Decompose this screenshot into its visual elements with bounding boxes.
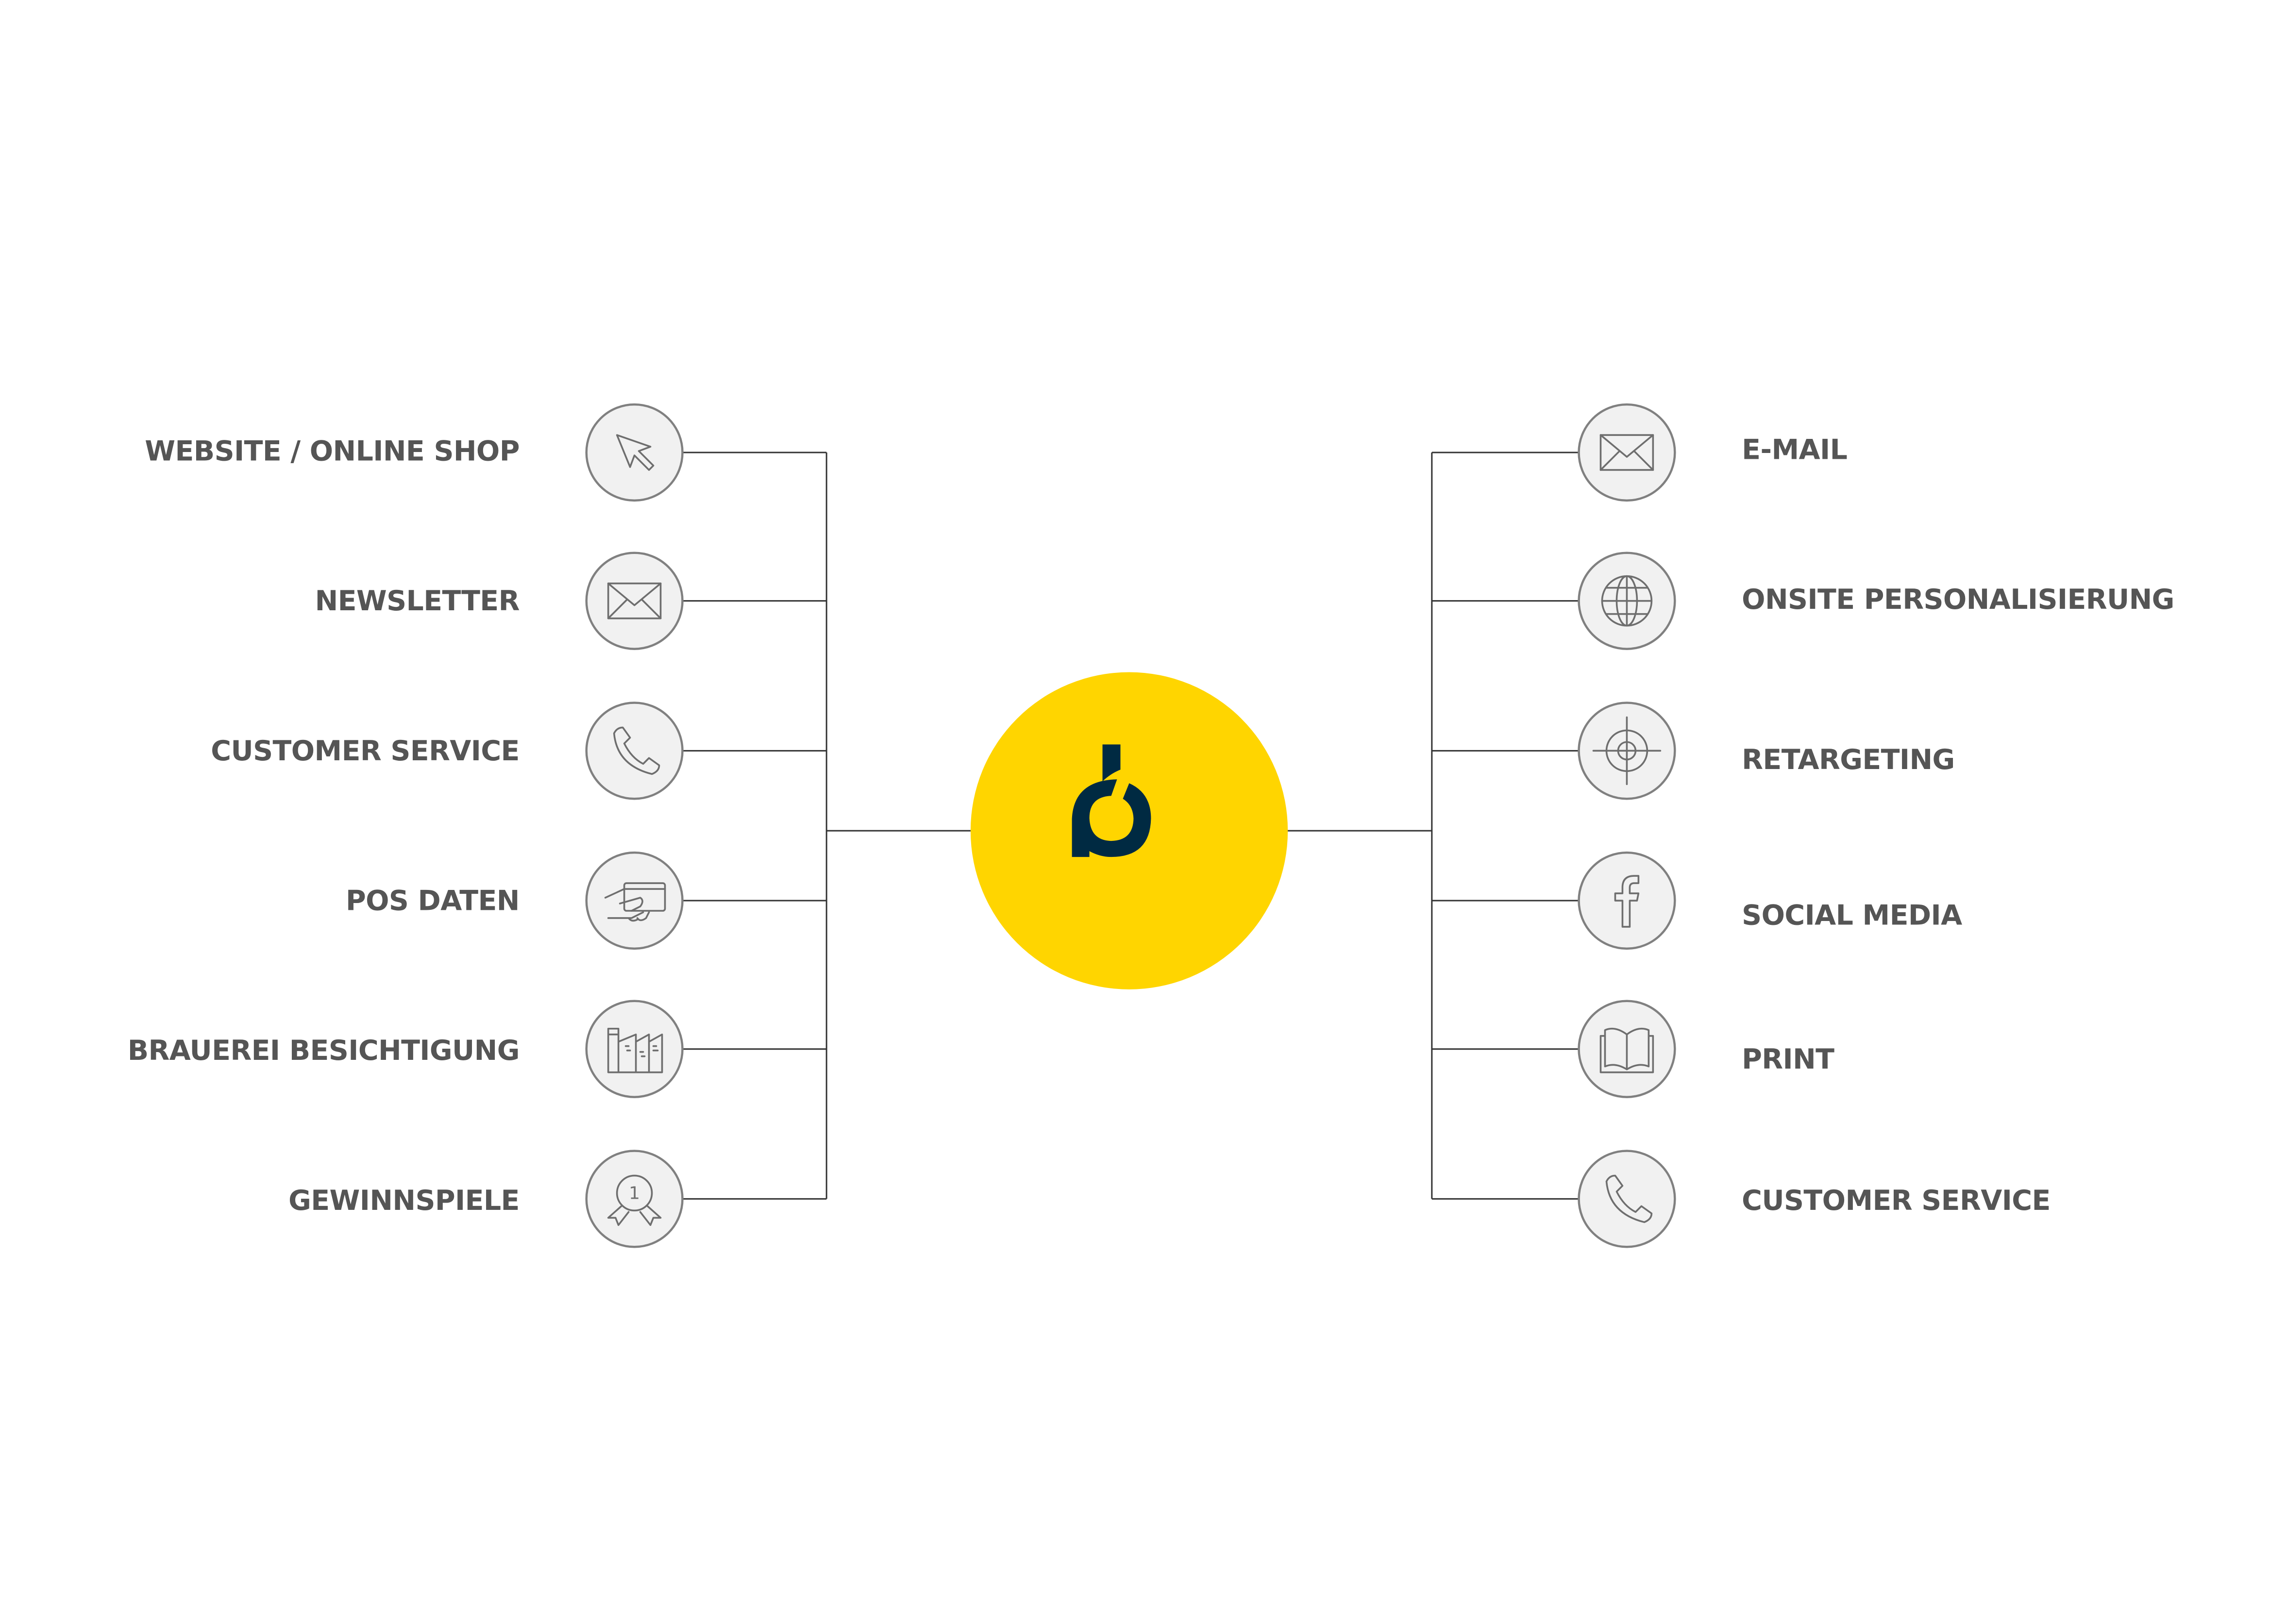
target-icon	[1578, 702, 1676, 800]
globe-icon	[1578, 552, 1676, 650]
source-label-pos-daten: POS DATEN	[345, 885, 520, 918]
envelope-icon	[585, 552, 684, 650]
brand-logo-icon	[1072, 744, 1151, 857]
phone-icon	[1578, 1150, 1676, 1248]
channel-label-print: PRINT	[1742, 1044, 1834, 1076]
channel-label-email: E-MAIL	[1742, 434, 1848, 467]
source-label-website: WEBSITE / ONLINE SHOP	[145, 435, 520, 468]
phone-icon	[585, 702, 684, 800]
facebook-icon	[1578, 851, 1676, 950]
left-icons: 1	[585, 403, 684, 1248]
medal-number: 1	[629, 1183, 640, 1203]
envelope-icon	[1578, 403, 1676, 502]
medal-icon: 1	[585, 1150, 684, 1248]
channel-label-onsite: ONSITE PERSONALISIERUNG	[1742, 584, 2174, 617]
connector-lines	[682, 452, 1579, 1200]
cursor-icon	[585, 403, 684, 502]
source-label-gewinnspiele: GEWINNSPIELE	[288, 1185, 520, 1217]
central-logo-hub	[970, 672, 1288, 989]
credit-card-hand-icon	[585, 851, 684, 950]
right-icons	[1578, 403, 1676, 1248]
source-label-newsletter: NEWSLETTER	[315, 586, 520, 618]
channel-label-retargeting: RETARGETING	[1742, 744, 1955, 776]
channel-label-social-media: SOCIAL MEDIA	[1742, 900, 1962, 932]
channel-label-customer-service: CUSTOMER SERVICE	[1742, 1185, 2051, 1217]
factory-icon	[585, 1000, 684, 1098]
source-label-brauerei: BRAUEREI BESICHTIGUNG	[127, 1035, 520, 1068]
source-label-customer-service: CUSTOMER SERVICE	[211, 735, 520, 768]
book-icon	[1578, 1000, 1676, 1098]
